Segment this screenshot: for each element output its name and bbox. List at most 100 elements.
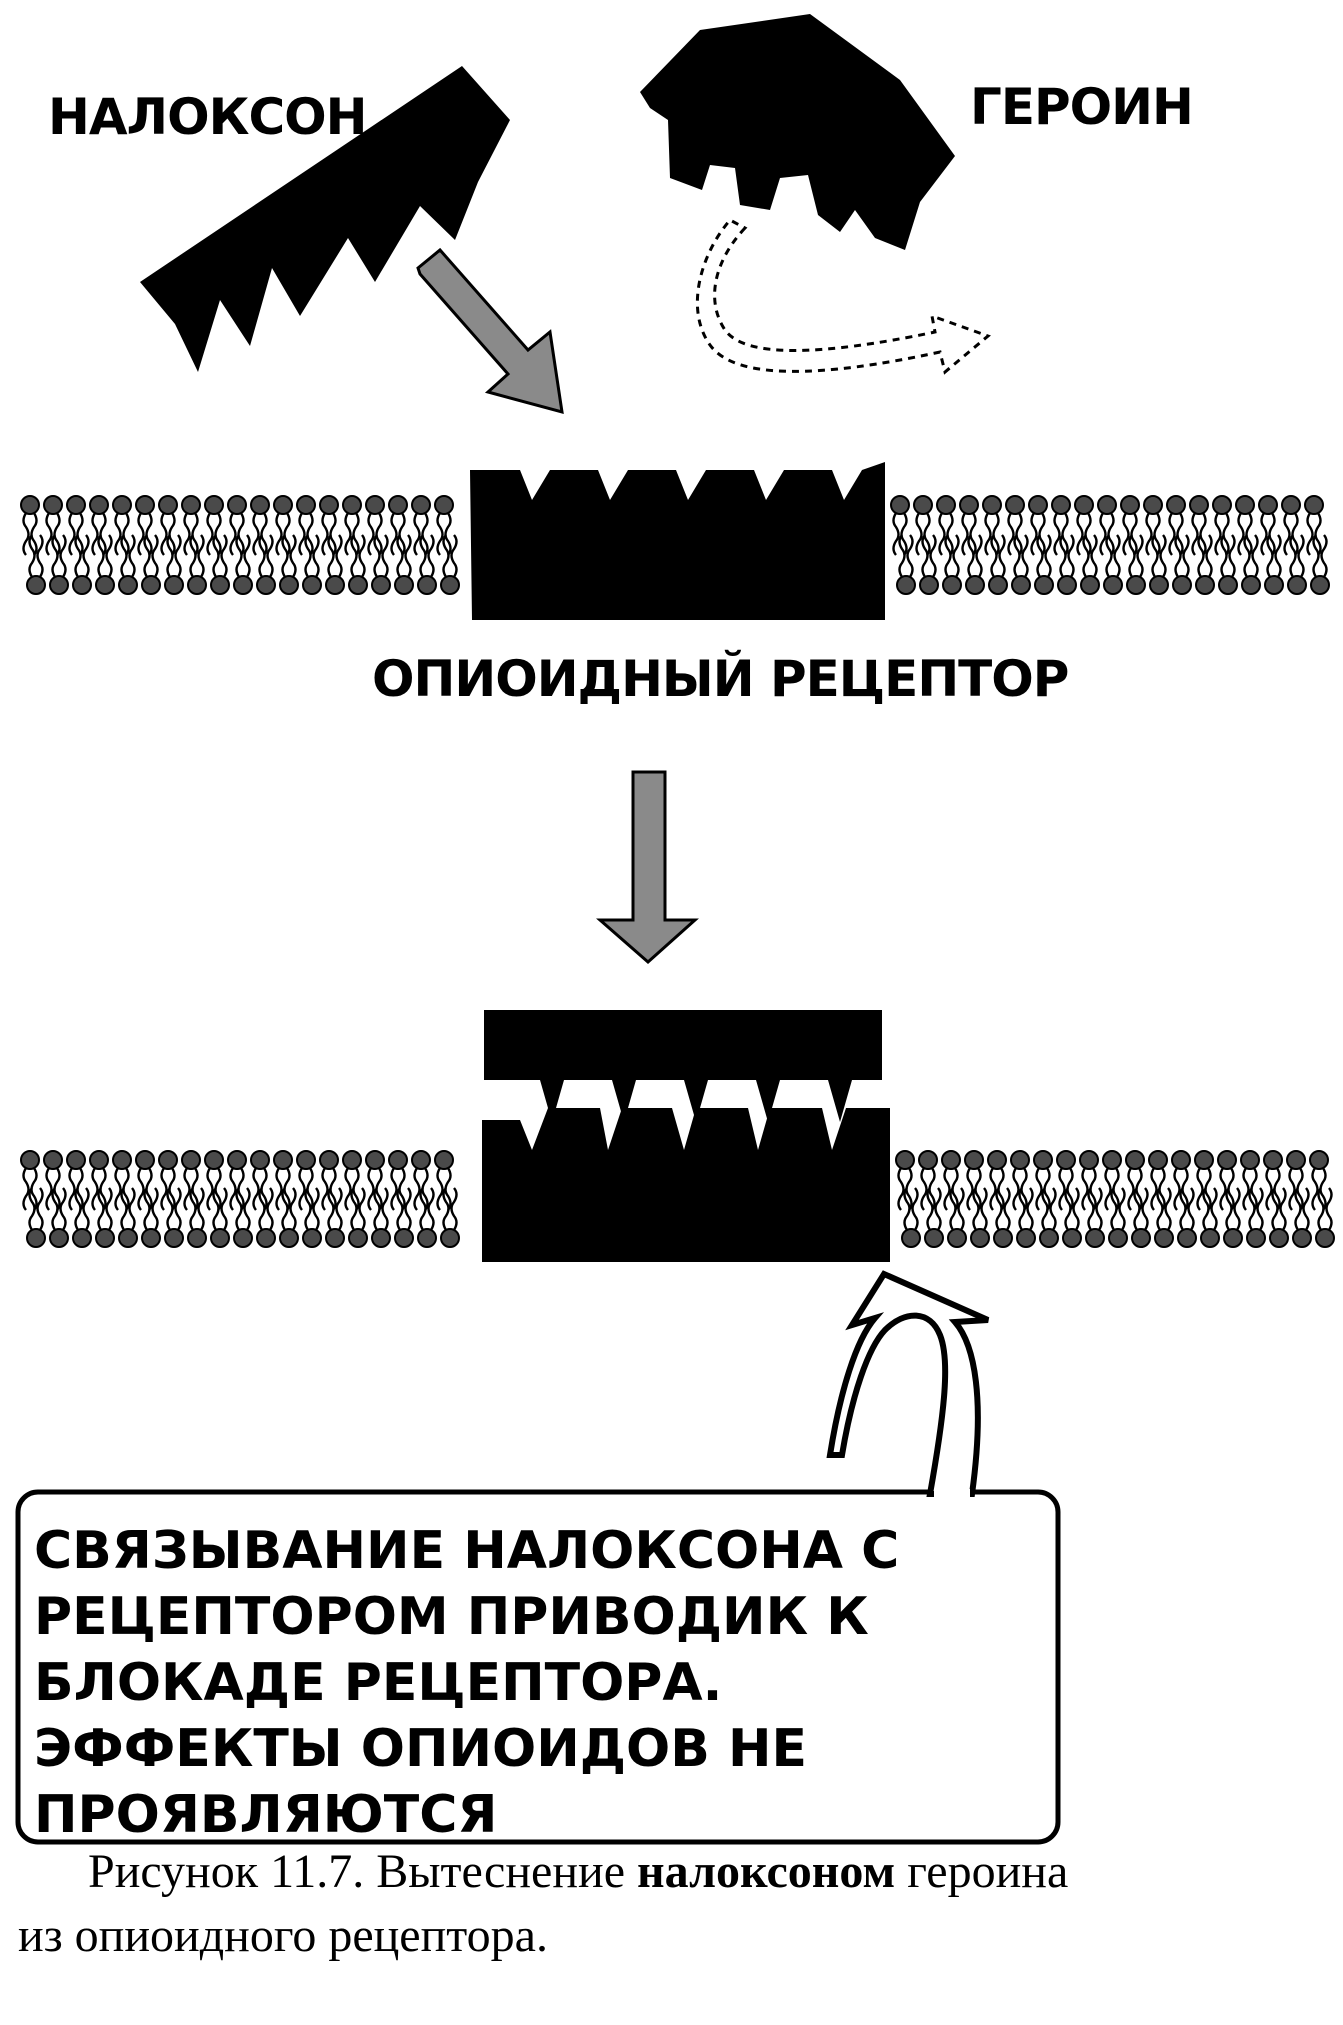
heroin-displaced-arrow [695, 218, 991, 375]
caption-bold: налоксоном [637, 1845, 896, 1898]
lipid-molecule [1245, 1186, 1267, 1249]
figure-caption: Рисунок 11.7. Вытеснение налоксоном геро… [18, 1840, 1328, 1968]
callout-line: БЛОКАДЕ РЕЦЕПТОРА. [34, 1653, 723, 1713]
callout-line: ЭФФЕКТЫ ОПИОИДОВ НЕ [34, 1719, 808, 1779]
lipid-molecule [249, 1149, 271, 1212]
lipid-molecule [295, 1149, 317, 1212]
lipid-molecule [180, 1149, 202, 1212]
naloxone-label: НАЛОКСОН [48, 88, 367, 146]
lipid-molecule [134, 1149, 156, 1212]
heroin-label: ГЕРОИН [970, 78, 1194, 136]
lipid-molecule [209, 1186, 231, 1249]
lipid-molecule [410, 1149, 432, 1212]
lipid-molecule [1078, 1149, 1100, 1212]
lipid-molecule [917, 1149, 939, 1212]
lipid-molecule [1193, 1149, 1215, 1212]
lipid-molecule [894, 1149, 916, 1212]
lipid-molecule [42, 1149, 64, 1212]
lipid-molecule [1015, 1186, 1037, 1249]
caption-suffix: героина [895, 1845, 1069, 1898]
lipid-molecule [1291, 1186, 1313, 1249]
lipid-molecule [1285, 1149, 1307, 1212]
lipid-molecule [278, 1186, 300, 1249]
lipid-molecule [1084, 1186, 1106, 1249]
lipid-molecule [900, 1186, 922, 1249]
lipid-molecule [71, 1186, 93, 1249]
lipid-molecule [1101, 1149, 1123, 1212]
lipid-molecule [370, 1186, 392, 1249]
lipid-molecule [963, 1149, 985, 1212]
lipid-molecule [1061, 1186, 1083, 1249]
lipid-molecule [1314, 1186, 1336, 1249]
callout-bubble [15, 1270, 1061, 1845]
lipid-molecule [1153, 1186, 1175, 1249]
lipid-molecule [25, 1186, 47, 1249]
lipid-molecule [1216, 1149, 1238, 1212]
lipid-molecule [1124, 1149, 1146, 1212]
lipid-molecule [232, 1186, 254, 1249]
lipid-molecule [48, 1186, 70, 1249]
lipid-molecule [433, 1149, 455, 1212]
lipid-molecule [94, 1186, 116, 1249]
lipid-molecule [946, 1186, 968, 1249]
lipid-molecule [203, 1149, 225, 1212]
lipid-molecule [1009, 1149, 1031, 1212]
lipid-molecule [255, 1186, 277, 1249]
lipid-molecule [393, 1186, 415, 1249]
lipid-molecule [301, 1186, 323, 1249]
lipid-molecule [1262, 1149, 1284, 1212]
lipid-molecule [1170, 1149, 1192, 1212]
opioid-receptor-empty [470, 462, 885, 620]
callout-line: СВЯЗЫВАНИЕ НАЛОКСОНА С [34, 1521, 900, 1581]
caption-prefix: Рисунок 11.7. Вытеснение [88, 1845, 637, 1898]
lipid-molecule [140, 1186, 162, 1249]
lipid-molecule [416, 1186, 438, 1249]
naloxone-molecule [140, 66, 510, 372]
lipid-molecule [1038, 1186, 1060, 1249]
lipid-molecule [111, 1149, 133, 1212]
lipid-molecule [439, 1186, 461, 1249]
lipid-molecule [1199, 1186, 1221, 1249]
lipid-molecule [341, 1149, 363, 1212]
lipid-molecule [1308, 1149, 1330, 1212]
lipid-molecule [318, 1149, 340, 1212]
lipid-molecule [347, 1186, 369, 1249]
callout-line: ПРОЯВЛЯЮТСЯ [34, 1785, 498, 1845]
lipid-molecule [940, 1149, 962, 1212]
lipid-molecule [1107, 1186, 1129, 1249]
arrow-to-receptor [416, 247, 564, 415]
lipid-molecule [226, 1149, 248, 1212]
lipid-molecule [157, 1149, 179, 1212]
arrow-down [596, 770, 699, 965]
lipid-molecule [364, 1149, 386, 1212]
lipid-molecule [88, 1149, 110, 1212]
lipid-molecule [117, 1186, 139, 1249]
lipid-molecule [65, 1149, 87, 1212]
lipid-molecule [387, 1149, 409, 1212]
lipid-molecule [1239, 1149, 1261, 1212]
receptor-label: ОПИОИДНЫЙ РЕЦЕПТОР [372, 650, 1069, 708]
lipid-molecule [923, 1186, 945, 1249]
lipid-molecule [19, 1149, 41, 1212]
lipid-molecule [986, 1149, 1008, 1212]
lipid-molecule [272, 1149, 294, 1212]
lipid-molecule [163, 1186, 185, 1249]
lipid-molecule [324, 1186, 346, 1249]
naloxone-bound [484, 1010, 882, 1122]
lipid-molecule [1055, 1149, 1077, 1212]
opioid-receptor-blocked [482, 1108, 890, 1262]
callout-line: РЕЦЕПТОРОМ ПРИВОДИК К [34, 1587, 869, 1647]
lipid-molecule [1222, 1186, 1244, 1249]
callout-text: СВЯЗЫВАНИЕ НАЛОКСОНА С РЕЦЕПТОРОМ ПРИВОД… [34, 1518, 1034, 1848]
lipid-molecule [1032, 1149, 1054, 1212]
lipid-molecule [1176, 1186, 1198, 1249]
lipid-molecule [992, 1186, 1014, 1249]
lipid-molecule [186, 1186, 208, 1249]
caption-line-1: Рисунок 11.7. Вытеснение налоксоном геро… [18, 1840, 1328, 1904]
heroin-molecule [640, 14, 955, 250]
lipid-molecule [1268, 1186, 1290, 1249]
lipid-molecule [1147, 1149, 1169, 1212]
caption-line-2: из опиоидного рецептора. [18, 1909, 548, 1962]
lipid-molecule [969, 1186, 991, 1249]
